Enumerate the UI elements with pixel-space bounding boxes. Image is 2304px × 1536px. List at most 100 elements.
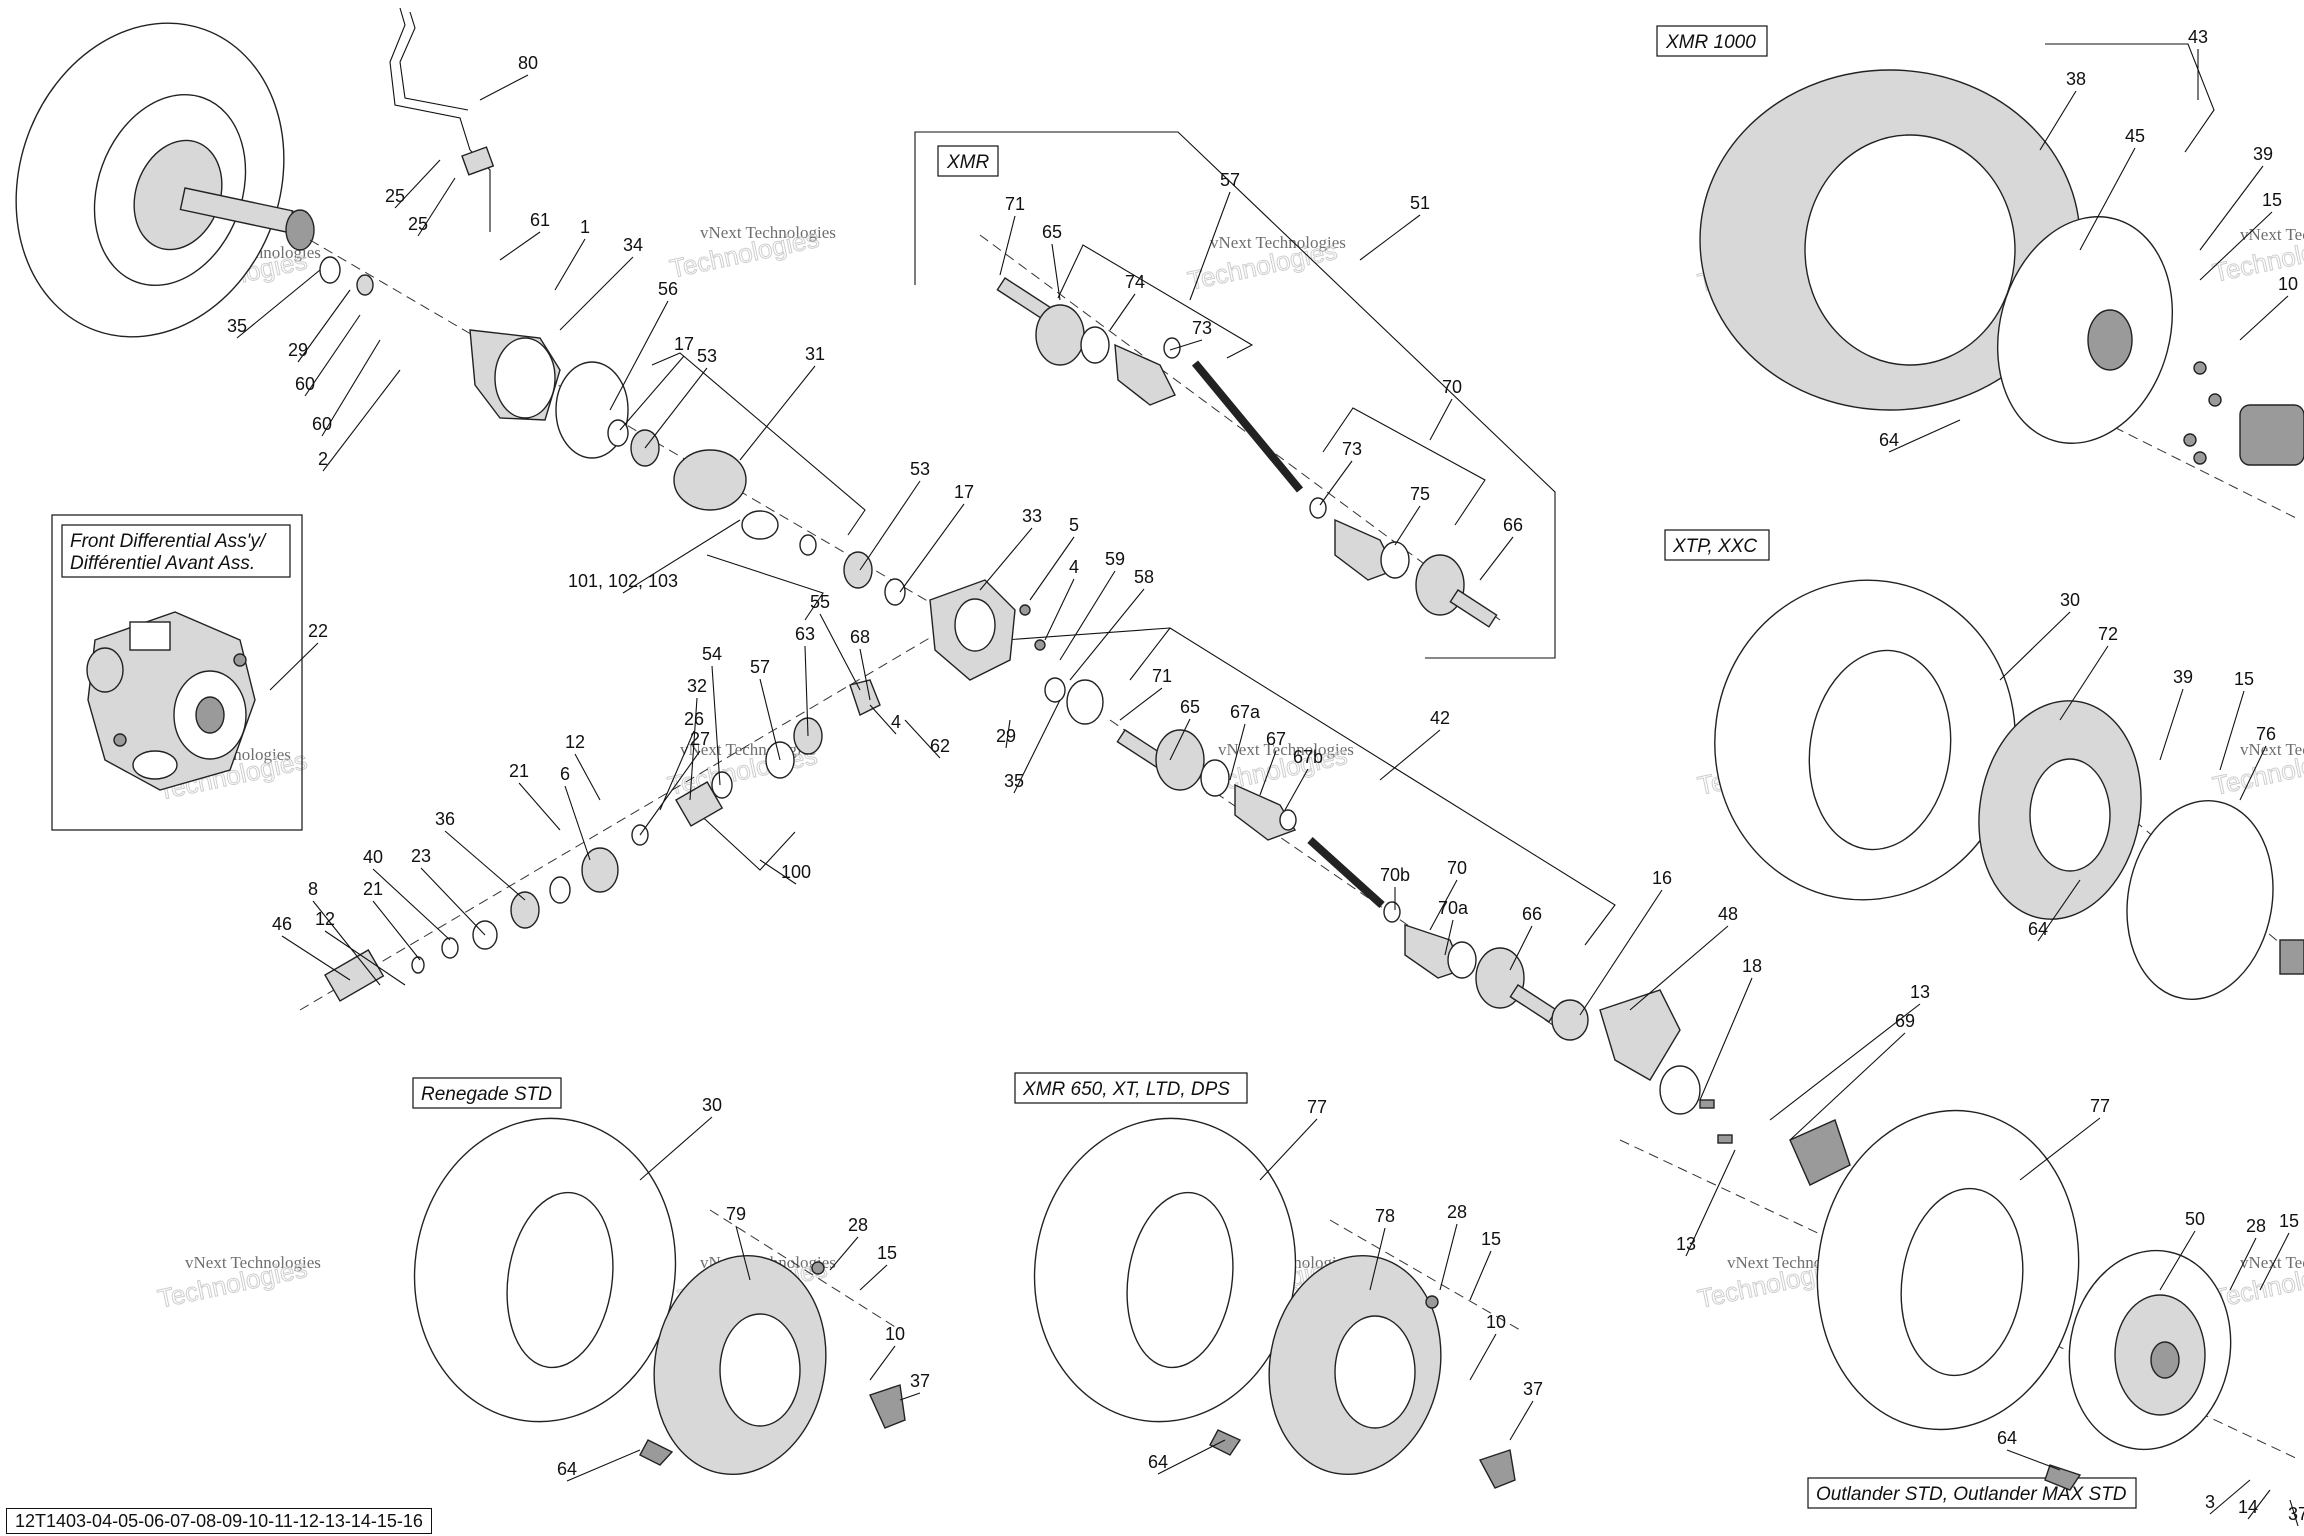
part-number-label: 68 — [850, 627, 870, 647]
part-number-label: 6 — [560, 764, 570, 784]
part-number-label: 31 — [805, 344, 825, 364]
leader-line — [420, 867, 486, 936]
part-number-label: 75 — [1410, 484, 1430, 504]
part-number-label: 46 — [272, 914, 292, 934]
leader-line — [869, 704, 897, 735]
part-number-label: 29 — [996, 726, 1016, 746]
leader-line — [644, 367, 708, 449]
leader-line — [2289, 1499, 2299, 1527]
leader-line — [269, 642, 319, 691]
leader-line — [1379, 729, 1441, 781]
part-number-label: 37 — [1523, 1379, 1543, 1399]
part-number-label: 12 — [315, 909, 335, 929]
leader-line — [2006, 1449, 2061, 1471]
leader-line — [1157, 1439, 1226, 1475]
part-number-label: 38 — [2066, 69, 2086, 89]
leader-line — [689, 697, 698, 801]
watermark: vNext Technologies — [2240, 740, 2304, 759]
part-number-label: 74 — [1125, 272, 1145, 292]
leader-line — [1359, 214, 1421, 261]
part-number-label: 70b — [1380, 865, 1410, 885]
part-number-label: 37 — [2288, 1504, 2304, 1524]
part-number-label: 57 — [750, 657, 770, 677]
part-number-label: 60 — [295, 374, 315, 394]
leader-line — [2209, 1479, 2251, 1515]
leader-line — [1429, 398, 1453, 441]
part-number-label: 32 — [687, 676, 707, 696]
leader-line — [979, 527, 1033, 591]
leader-line — [304, 314, 361, 397]
part-number-label: 51 — [1410, 193, 1430, 213]
part-number-label: 53 — [910, 459, 930, 479]
xtp-xxc-wheel-assembly — [1714, 579, 2304, 1000]
part-number-label: 71 — [1152, 666, 1172, 686]
leader-line — [2239, 745, 2267, 801]
watermark: vNext Technologies — [1210, 233, 1346, 252]
front-differential-exploded-parts — [319, 256, 1104, 1002]
part-number-label: 3 — [2205, 1492, 2215, 1512]
part-number-label: 45 — [2125, 126, 2145, 146]
leader-line — [1119, 687, 1163, 721]
leader-line — [639, 1116, 713, 1181]
leader-line — [1479, 536, 1514, 581]
part-number-label: 79 — [726, 1204, 746, 1224]
part-number-label: 8 — [308, 879, 318, 899]
leader-line — [859, 1264, 888, 1291]
leader-line — [372, 868, 451, 941]
caption-boxes: XMR 1000 XMR XTP, XXC Renegade STD XMR 6… — [412, 25, 2137, 1509]
leader-line — [1699, 977, 1753, 1101]
leader-line — [859, 648, 871, 701]
part-number-label: 58 — [1134, 567, 1154, 587]
leader-line — [1999, 611, 2071, 681]
xmr-drive-shaft-parts — [996, 277, 1498, 628]
part-number-label: 55 — [810, 592, 830, 612]
part-number-label: 4 — [1069, 557, 1079, 577]
leader-line — [1579, 889, 1663, 1016]
part-number-label: 35 — [1004, 771, 1024, 791]
watermark: vNext Technologies — [1218, 740, 1354, 759]
leader-line — [619, 355, 685, 431]
caption-box-outlander-std — [1807, 1477, 2137, 1509]
part-number-label: 73 — [1192, 318, 1212, 338]
leader-line — [322, 369, 401, 472]
part-number-label: 64 — [1997, 1428, 2017, 1448]
leader-line — [869, 1345, 896, 1381]
part-number-label: 64 — [557, 1459, 577, 1479]
xmr-1000-wheel-assembly — [1699, 69, 2304, 466]
leader-line — [739, 365, 816, 461]
leader-line — [1189, 191, 1231, 301]
front-differential-assembly-drawing — [86, 611, 256, 791]
part-number-label: 39 — [2253, 144, 2273, 164]
part-number-label: 1 — [580, 217, 590, 237]
leader-line — [2259, 1232, 2290, 1291]
leader-line — [1319, 460, 1353, 506]
part-number-label: 66 — [1522, 904, 1542, 924]
leader-line — [1469, 1250, 1492, 1301]
leader-line — [859, 480, 921, 571]
leader-line — [609, 300, 669, 411]
part-number-label: 28 — [2246, 1216, 2266, 1236]
leader-line — [236, 269, 321, 339]
part-number-label: 61 — [530, 210, 550, 230]
caption-front-differential: Front Differential Ass'y/Différentiel Av… — [70, 531, 267, 574]
leader-line — [499, 231, 541, 261]
part-number-label: 15 — [877, 1243, 897, 1263]
part-number-label: 56 — [658, 279, 678, 299]
watermark: vNext Technologies — [2240, 1253, 2304, 1272]
watermark: vNext Technologies — [700, 223, 836, 242]
caption-box-xtp-xxc — [1664, 529, 1770, 561]
leader-line — [321, 339, 381, 437]
part-number-label: 70 — [1442, 377, 1462, 397]
leader-line — [2079, 147, 2136, 251]
leader-line — [804, 645, 809, 737]
leader-line — [2019, 1117, 2101, 1181]
part-number-label: 69 — [1895, 1011, 1915, 1031]
leader-line — [2247, 1489, 2271, 1520]
part-number-label: 28 — [848, 1215, 868, 1235]
part-number-label: 23 — [411, 846, 431, 866]
part-number-label: 30 — [2060, 590, 2080, 610]
part-number-label: 10 — [885, 1324, 905, 1344]
part-number-label: 14 — [2238, 1497, 2258, 1517]
leader-line — [899, 503, 965, 593]
part-number-label: 26 — [684, 709, 704, 729]
